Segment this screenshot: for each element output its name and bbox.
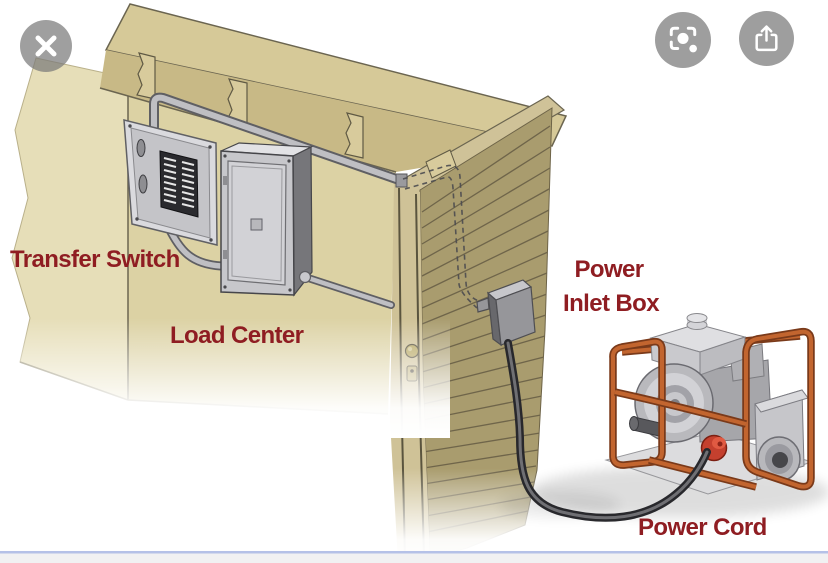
- power-inlet-label-line2: Inlet Box: [563, 290, 660, 317]
- share-button[interactable]: [739, 11, 794, 66]
- knockout: [136, 139, 146, 157]
- close-button[interactable]: [20, 20, 72, 72]
- power-inlet-label-line1: Power: [574, 256, 643, 283]
- knockout: [138, 174, 148, 194]
- fuel-cap: [686, 313, 708, 323]
- google-lens-icon: [669, 26, 697, 53]
- rafter-end: [226, 78, 248, 125]
- hidden-wiring-dashed: [402, 164, 480, 309]
- google-lens-button[interactable]: [655, 12, 711, 68]
- conduit-fitting: [395, 173, 408, 188]
- transfer-switch-panel: [123, 119, 218, 246]
- bottom-bar-surface: [0, 553, 828, 563]
- load-center-label: Load Center: [170, 322, 304, 349]
- panel-label: [250, 218, 263, 231]
- power-cord: [504, 339, 711, 522]
- portable-generator: [604, 313, 815, 495]
- conduit-wall-run: [149, 92, 408, 188]
- power-inlet-box: [476, 279, 536, 347]
- share-icon: [755, 25, 778, 52]
- generator-frame: [609, 327, 815, 491]
- fade-overlay: [0, 318, 450, 438]
- conduit-load-to-wall: [298, 270, 395, 309]
- rafter-end: [136, 52, 156, 100]
- close-icon: [35, 35, 57, 57]
- rafter-end: [344, 112, 364, 159]
- power-cord-label: Power Cord: [638, 514, 767, 541]
- bottom-bar: [0, 551, 828, 563]
- bottom-bar-divider: [0, 551, 828, 554]
- load-center-panel: [220, 142, 314, 297]
- transfer-switch-label: Transfer Switch: [10, 246, 180, 273]
